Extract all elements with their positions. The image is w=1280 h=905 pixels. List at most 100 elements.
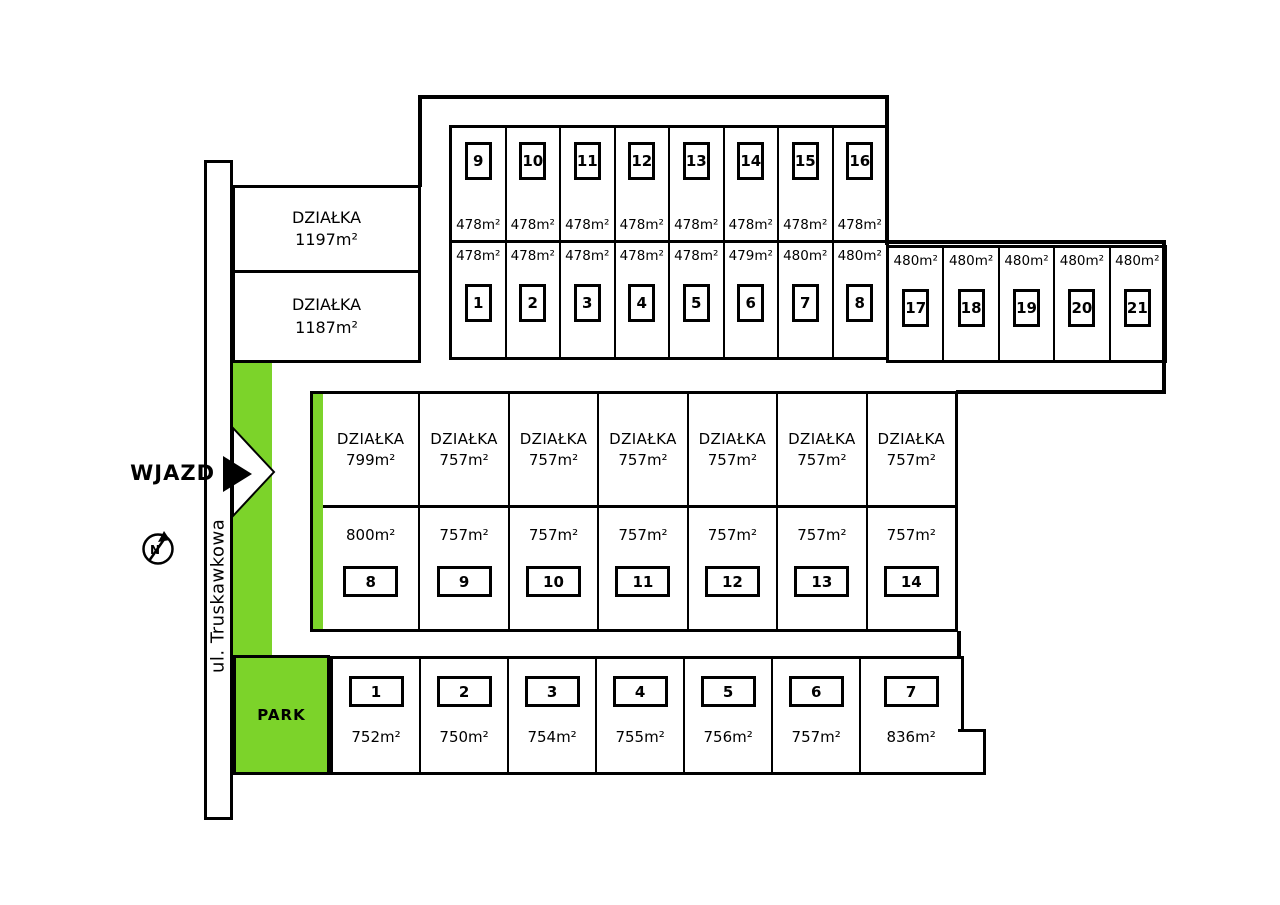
plot-dzialka-1197: DZIAŁKA 1197m² (232, 185, 421, 273)
plot-number: 21 (1123, 289, 1151, 327)
entrance-label: WJAZD (130, 461, 215, 485)
plot-number: 2 (436, 676, 492, 707)
plot-number: 7 (883, 676, 939, 707)
plot-number: 2 (519, 284, 547, 322)
plot-number: 1 (348, 676, 404, 707)
boundary-notch (958, 729, 986, 775)
plot-area: 799m² (346, 451, 396, 469)
plot-cell: DZIAŁKA 757m² (509, 394, 598, 508)
plot-number: 16 (846, 142, 874, 180)
plot-area: 478m² (674, 217, 719, 233)
plot-area: 757m² (439, 451, 489, 469)
plot-area: 756m² (703, 728, 753, 746)
north-letter: N (150, 543, 160, 557)
plot-number: 13 (794, 566, 850, 597)
plot-number: 6 (788, 676, 844, 707)
plot-area: 757m² (439, 526, 489, 544)
plot-number: 11 (573, 142, 601, 180)
plot-area: 750m² (439, 728, 489, 746)
plot-cell: 15 478m² (779, 128, 834, 240)
plot-area: 478m² (783, 217, 828, 233)
north-compass-icon: N (142, 531, 174, 565)
plot-area: 757m² (707, 451, 758, 469)
plot-area: 757m² (791, 728, 841, 746)
plot-area: 480m² (1004, 253, 1049, 269)
plot-number: 8 (343, 566, 399, 597)
plot-area: 478m² (456, 217, 501, 233)
plot-number: 6 (737, 284, 765, 322)
plot-area: 480m² (948, 253, 994, 269)
plot-number: 10 (525, 566, 581, 597)
plot-number: 14 (737, 142, 765, 180)
plot-number: 11 (615, 566, 671, 597)
green-belt (233, 362, 272, 656)
plot-area: 1197m² (295, 230, 358, 249)
plot-area: 755m² (615, 728, 665, 746)
plot-number: 5 (700, 676, 756, 707)
plot-title: DZIAŁKA (291, 295, 362, 315)
plot-cell: DZIAŁKA 757m² (420, 394, 508, 508)
plot-cell: 5 756m² (685, 659, 774, 772)
plot-number: 10 (519, 142, 547, 180)
plot-cell: 6 757m² (773, 659, 862, 772)
plot-cell: 757m² 13 (778, 508, 865, 629)
plot-number: 4 (628, 284, 656, 322)
plot-cell: 479m² 6 (725, 243, 779, 357)
plot-area: 757m² (528, 526, 579, 544)
plot-cell: 480m² 18 (944, 248, 1000, 360)
plot-area: 478m² (674, 248, 719, 264)
plot-title: DZIAŁKA (519, 430, 588, 448)
plot-area: 480m² (893, 253, 938, 269)
plot-number: 15 (791, 142, 819, 180)
plot-area: 757m² (797, 526, 847, 544)
plot-title: DZIAŁKA (430, 430, 498, 448)
plot-number: 20 (1068, 289, 1096, 327)
park-area: PARK (233, 655, 330, 775)
plot-area: 1187m² (295, 317, 358, 337)
plot-area: 478m² (510, 217, 555, 233)
plot-cell: 9 478m² (452, 128, 507, 240)
plot-number: 1 (464, 284, 492, 322)
green-edge-strip (313, 394, 323, 629)
plot-area: 480m² (837, 248, 882, 264)
plot-area: 757m² (886, 451, 936, 469)
plot-cell: 10 478m² (507, 128, 561, 240)
plot-number: 9 (464, 142, 492, 180)
plot-title: DZIAŁKA (291, 207, 362, 227)
plot-title: DZIAŁKA (788, 430, 856, 448)
plot-area: 479m² (728, 248, 773, 264)
plot-area: 757m² (618, 451, 668, 469)
plot-area: 757m² (528, 451, 579, 469)
street-label: ul. Truskawkowa (207, 518, 229, 673)
plot-number: 18 (957, 289, 985, 327)
